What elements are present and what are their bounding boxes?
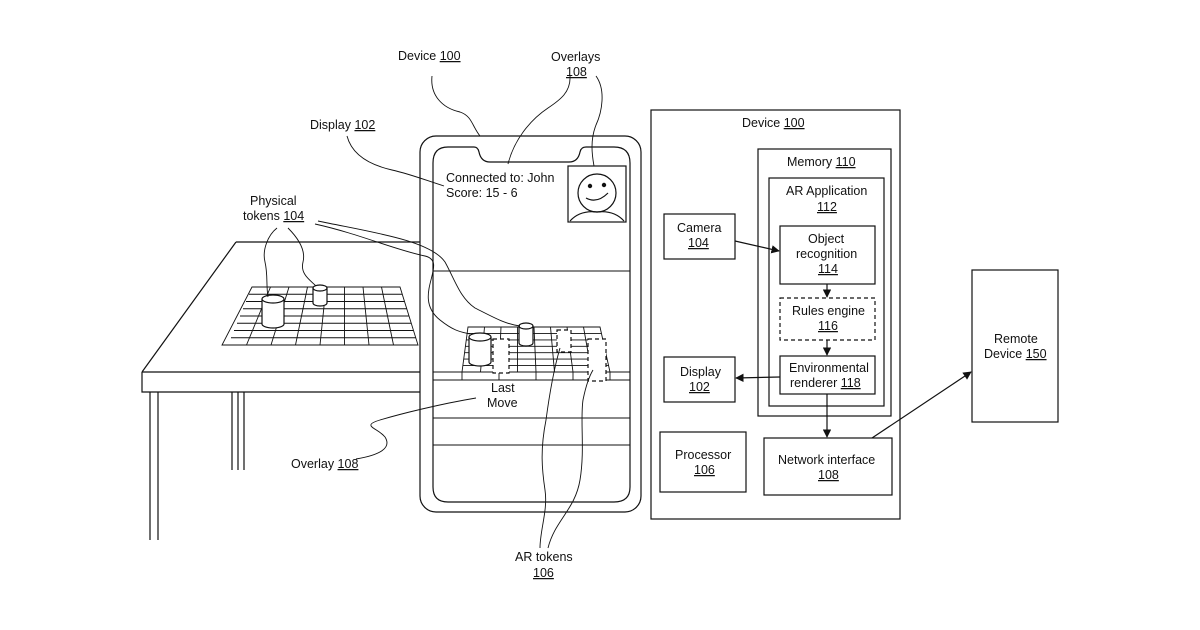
processor-block — [660, 432, 746, 492]
physical-token-phone-1 — [469, 333, 491, 366]
display-block-ref: 102 — [689, 380, 710, 394]
physical-token-table-2 — [313, 285, 327, 306]
rules-engine-label: Rules engine — [792, 304, 865, 318]
physical-tokens-label-1: Physical — [250, 194, 297, 208]
avatar-overlay — [568, 166, 626, 222]
score-text: Score: 15 - 6 — [446, 186, 518, 200]
environmental-renderer-label-1: Environmental — [789, 361, 869, 375]
device-top-label: Device 100 — [398, 49, 461, 63]
last-move-label-1: Last — [491, 381, 515, 395]
physical-tokens-label-2: tokens 104 — [243, 209, 304, 223]
rules-engine-ref: 116 — [818, 319, 838, 333]
display-block-label: Display — [680, 365, 722, 379]
object-recognition-label-1: Object — [808, 232, 845, 246]
remote-device-label-1: Remote — [994, 332, 1038, 346]
ar-token-2 — [557, 330, 571, 352]
ar-application-label: AR Application — [786, 184, 867, 198]
device-block-label: Device 100 — [742, 116, 805, 130]
network-interface-label: Network interface — [778, 453, 875, 467]
overlays-ref: 108 — [566, 65, 587, 79]
connected-text: Connected to: John — [446, 171, 554, 185]
overlays-label: Overlays — [551, 50, 600, 64]
environmental-renderer-label-2: renderer 118 — [790, 376, 861, 390]
camera-label: Camera — [677, 221, 722, 235]
network-interface-ref: 108 — [818, 468, 839, 482]
ar-token-1 — [493, 339, 509, 373]
camera-ref: 104 — [688, 236, 709, 250]
physical-token-table-1 — [262, 295, 284, 328]
overlay-bottom-label: Overlay 108 — [291, 457, 358, 471]
remote-device-label-2: Device 150 — [984, 347, 1047, 361]
ar-tokens-label: AR tokens — [515, 550, 573, 564]
remote-device-block — [972, 270, 1058, 422]
object-recognition-label-2: recognition — [796, 247, 857, 261]
processor-ref: 106 — [694, 463, 715, 477]
display-left-label: Display 102 — [310, 118, 375, 132]
memory-label: Memory 110 — [787, 155, 856, 169]
ar-tokens-ref: 106 — [533, 566, 554, 580]
ar-application-ref: 112 — [817, 200, 837, 214]
physical-token-phone-2 — [519, 323, 533, 346]
object-recognition-ref: 114 — [818, 262, 838, 276]
last-move-label-2: Move — [487, 396, 518, 410]
processor-label: Processor — [675, 448, 731, 462]
